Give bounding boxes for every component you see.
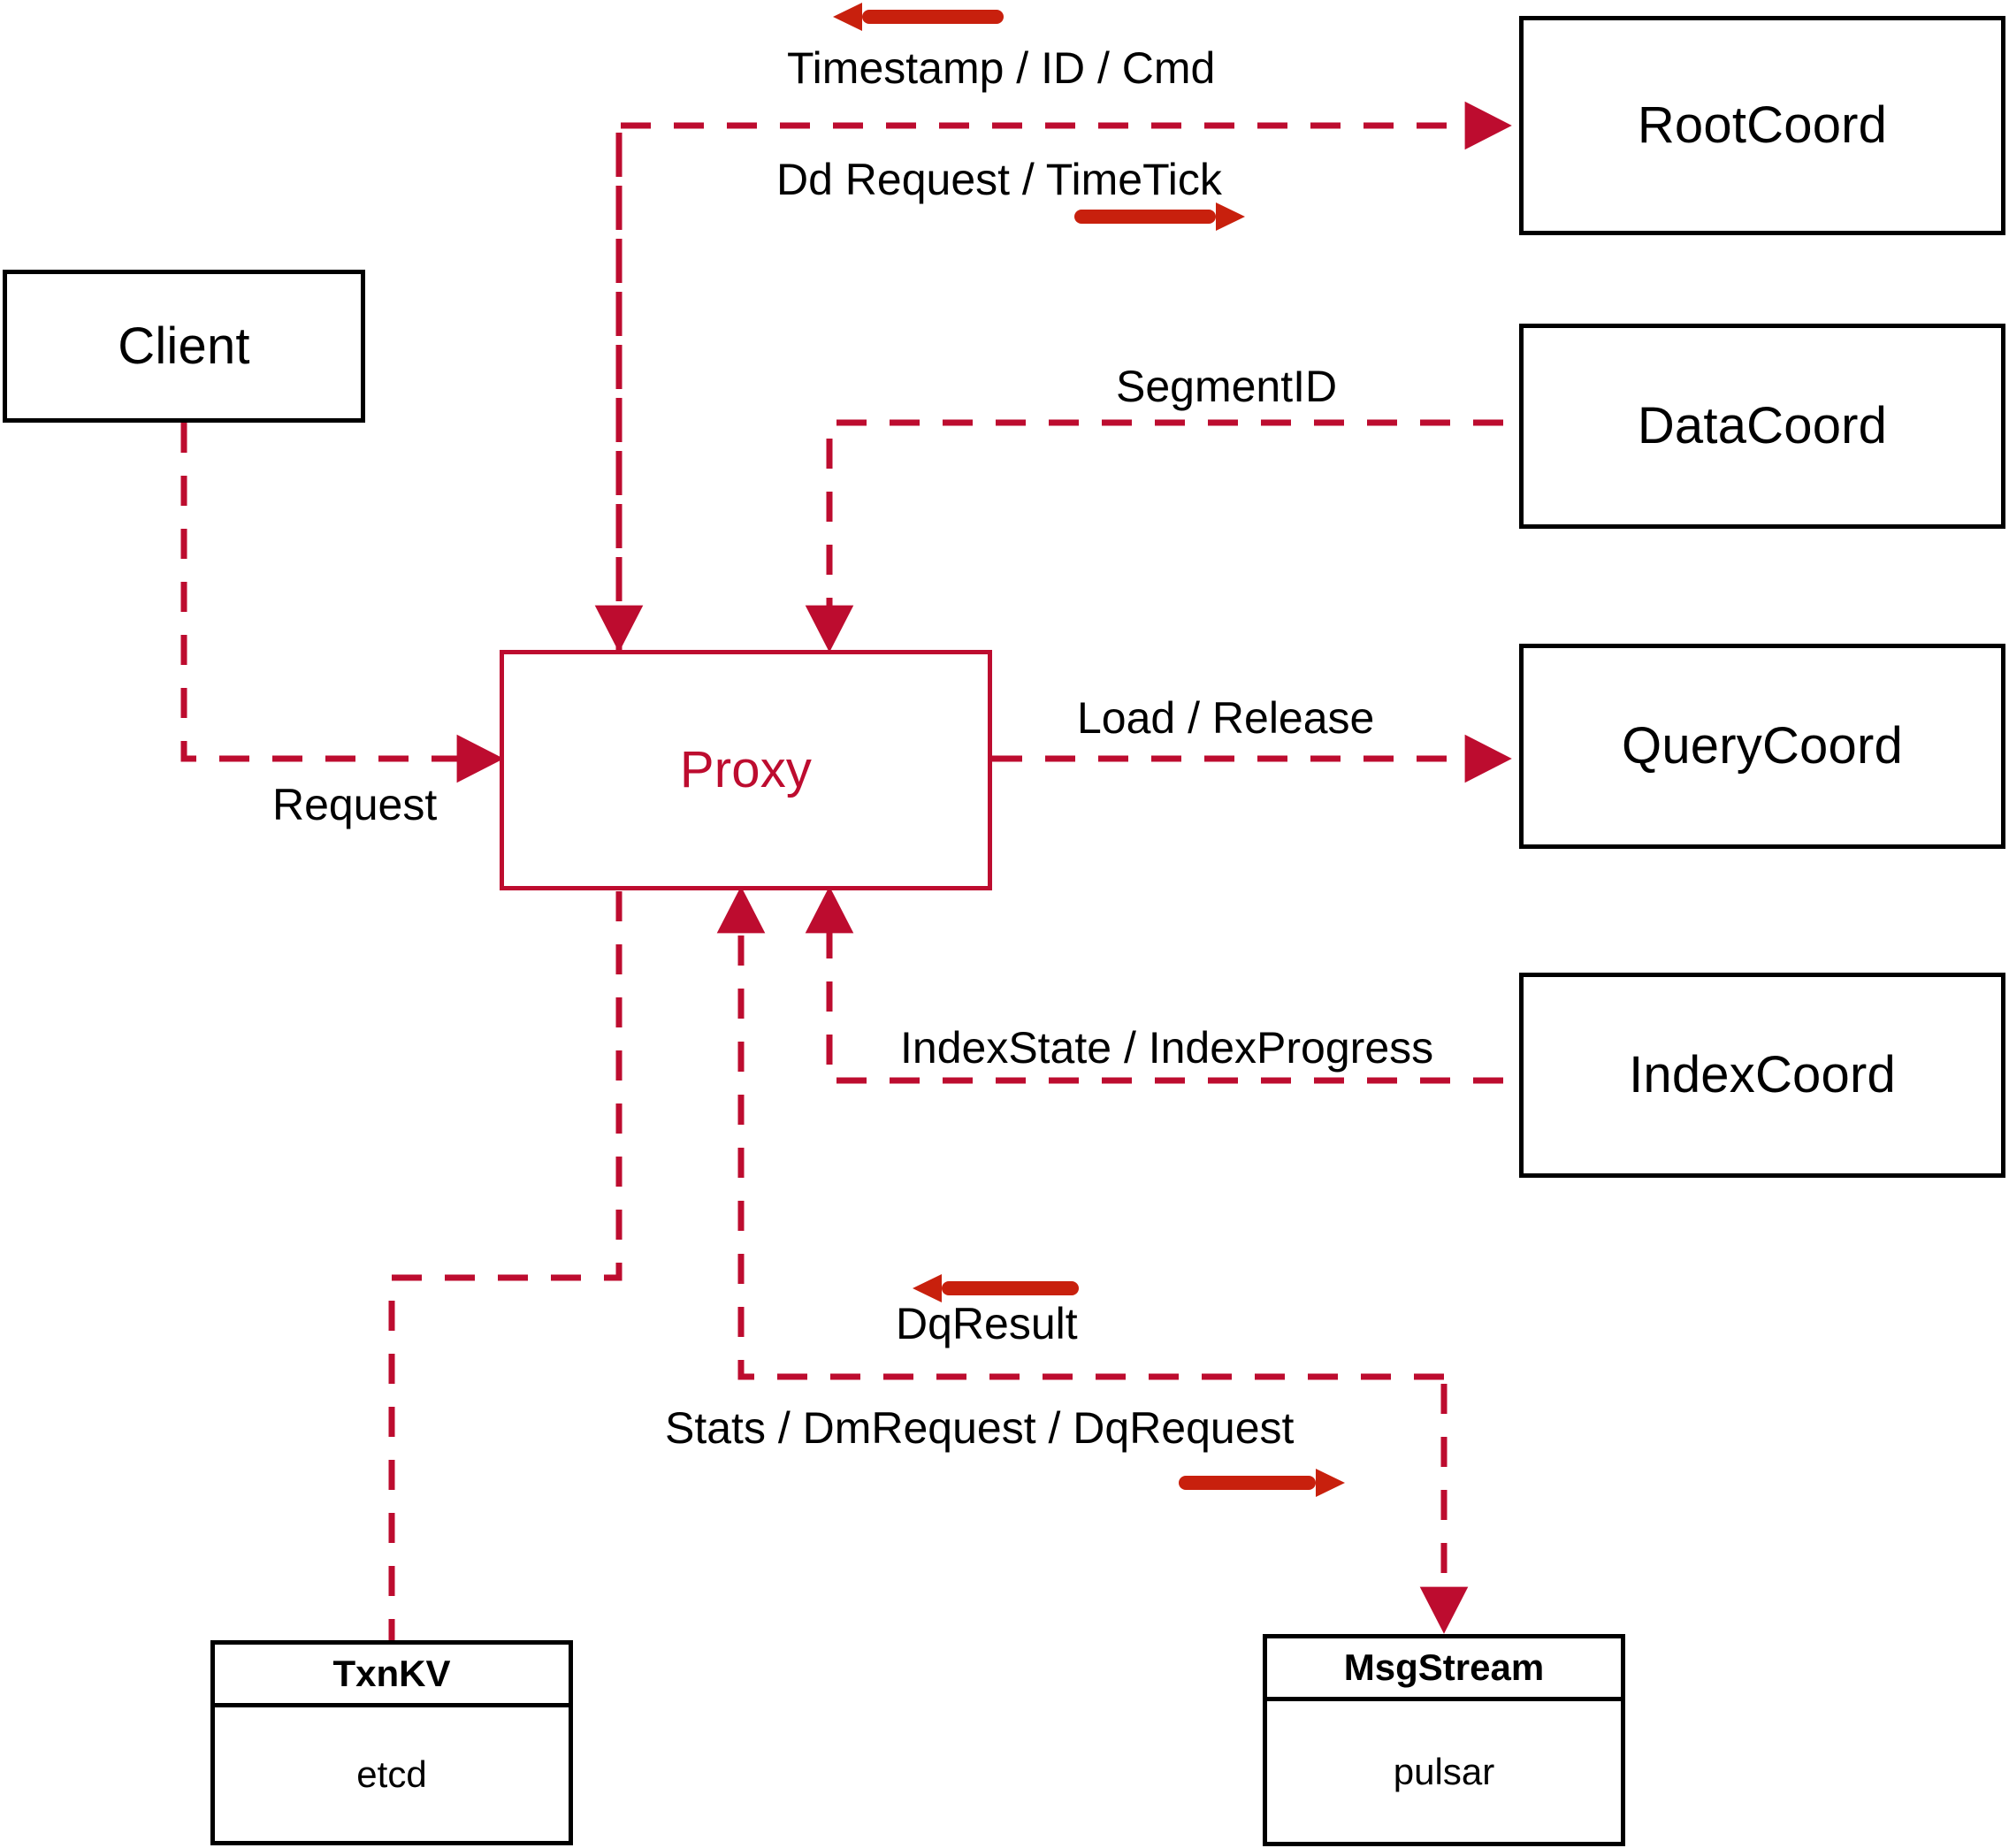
edge-label-timestamp-id-cmd: Timestamp / ID / Cmd bbox=[787, 43, 1216, 93]
node-txnkv-header-label: TxnKV bbox=[332, 1653, 451, 1694]
node-proxy-label: Proxy bbox=[679, 741, 813, 798]
node-datacoord[interactable]: DataCoord bbox=[1519, 324, 2005, 529]
edge-label-segmentid: SegmentID bbox=[1116, 362, 1338, 411]
edge-indexcoord-to-proxy bbox=[805, 886, 1503, 1084]
edge-label-load-release: Load / Release bbox=[1077, 693, 1375, 743]
edge-datacoord-to-proxy bbox=[805, 419, 1503, 653]
edge-label-dqresult: DqResult bbox=[896, 1299, 1078, 1348]
node-indexcoord-label: IndexCoord bbox=[1629, 1046, 1896, 1103]
edge-client-to-proxy bbox=[180, 423, 504, 783]
node-client-label: Client bbox=[118, 317, 250, 375]
arrow-left-timestamp-icon bbox=[833, 3, 1004, 31]
edge-proxy-to-rootcoord bbox=[615, 101, 1512, 654]
node-querycoord[interactable]: QueryCoord bbox=[1519, 644, 2005, 849]
node-msgstream-body-label: pulsar bbox=[1393, 1750, 1495, 1792]
edge-label-request: Request bbox=[272, 780, 438, 829]
direction-arrow-group bbox=[833, 3, 1345, 1497]
node-proxy[interactable]: Proxy bbox=[500, 650, 992, 890]
edge-label-dd-request-timetick: Dd Request / TimeTick bbox=[776, 155, 1222, 204]
arrow-right-dqrequest-icon bbox=[1179, 1469, 1345, 1497]
node-txnkv[interactable]: TxnKV etcd bbox=[210, 1640, 573, 1845]
node-datacoord-label: DataCoord bbox=[1637, 397, 1888, 454]
node-msgstream-body: pulsar bbox=[1267, 1701, 1621, 1842]
node-txnkv-header: TxnKV bbox=[215, 1645, 569, 1707]
node-txnkv-body-label: etcd bbox=[356, 1753, 427, 1795]
node-msgstream-header: MsgStream bbox=[1267, 1638, 1621, 1701]
edge-label-indexstate-indexprogress: IndexState / IndexProgress bbox=[900, 1023, 1434, 1073]
node-rootcoord-label: RootCoord bbox=[1637, 96, 1888, 154]
arrow-right-ddrequest-icon bbox=[1074, 202, 1245, 231]
edge-proxy-to-txnkv bbox=[388, 891, 623, 1640]
edge-label-stats-dmrequest-dqrequest: Stats / DmRequest / DqRequest bbox=[665, 1403, 1295, 1453]
node-client[interactable]: Client bbox=[3, 270, 365, 423]
node-querycoord-label: QueryCoord bbox=[1622, 717, 1903, 775]
arrow-left-dqresult-icon bbox=[913, 1274, 1079, 1302]
node-rootcoord[interactable]: RootCoord bbox=[1519, 16, 2005, 235]
edge-msgstream-to-proxy bbox=[716, 886, 1444, 1380]
node-txnkv-body: etcd bbox=[215, 1707, 569, 1841]
node-indexcoord[interactable]: IndexCoord bbox=[1519, 973, 2005, 1178]
node-msgstream-header-label: MsgStream bbox=[1343, 1646, 1545, 1688]
node-msgstream[interactable]: MsgStream pulsar bbox=[1263, 1634, 1625, 1846]
